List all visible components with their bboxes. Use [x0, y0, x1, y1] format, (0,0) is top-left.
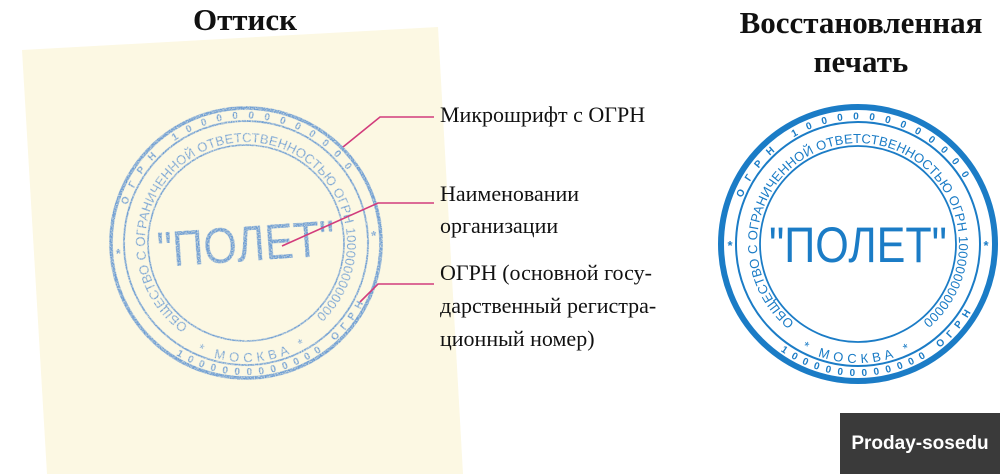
seal-star-left: * [727, 238, 733, 253]
watermark-badge: Proday-sosedu [840, 413, 1000, 474]
restored-seal: ОГРН 1000000000000 1000000000000 ОГРН * … [718, 104, 998, 384]
callout-ogrn-line1: ОГРН (основной госу- [440, 260, 652, 285]
callout-line-microfont [342, 116, 434, 148]
impression-star-right: * [371, 228, 378, 243]
impression-outer-ring [109, 106, 383, 380]
restored-seal-title-line1: Восстановленная [739, 5, 983, 40]
seal-star-right: * [983, 238, 989, 253]
impression-star-left: * [115, 246, 122, 261]
callout-line-org-name [281, 202, 434, 247]
callout-ogrn: ОГРН (основной госу- дарственный регистр… [440, 256, 656, 355]
callout-ogrn-line3: ционный номер) [440, 326, 595, 351]
seal-org-name: "ПОЛЕТ" [769, 217, 947, 273]
callout-org-name-line2: организации [440, 213, 559, 238]
callout-org-name-line1: Наименовании [440, 181, 580, 206]
seal-inner-ring [759, 145, 957, 343]
impression-middle-ring [123, 120, 369, 366]
callout-line-ogrn [359, 283, 434, 303]
callout-microfont: Микрошрифт с ОГРН [440, 101, 645, 129]
restored-seal-title-line2: печать [813, 44, 909, 79]
impression-inner-ring [147, 144, 345, 342]
callout-microfont-text: Микрошрифт с ОГРН [440, 102, 646, 127]
callout-ogrn-line2: дарственный регистра- [440, 293, 657, 318]
seal-outer-ring [718, 104, 998, 384]
callout-org-name: Наименовании организации [440, 178, 579, 242]
seal-middle-ring [735, 121, 981, 367]
restored-seal-title: Восстановленная печать [722, 3, 1000, 81]
impression-title: Оттиск [192, 2, 298, 37]
impression-org-name: "ПОЛЕТ" [155, 210, 336, 278]
